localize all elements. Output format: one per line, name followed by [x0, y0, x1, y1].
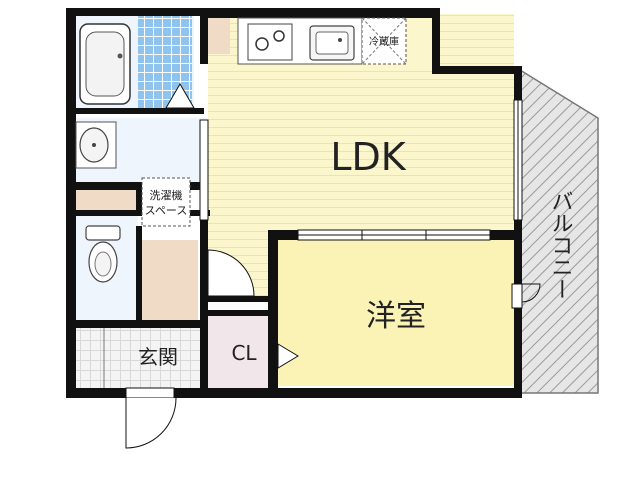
washer-space-label-line1: 洗濯機	[150, 188, 183, 202]
fridge-label: 冷蔵庫	[369, 35, 399, 48]
kitchen-sink-icon	[309, 25, 355, 61]
storage-floor	[142, 240, 198, 322]
balcony-label: バルコニー	[548, 190, 573, 300]
ldk-label: LDK	[330, 135, 406, 179]
ldk-door-swing	[207, 249, 255, 297]
door-opening-washroom	[199, 119, 209, 221]
washer-space-box	[141, 177, 191, 227]
entrance-door-swing	[125, 397, 177, 449]
stove-icon	[247, 23, 293, 61]
balcony-door-swing	[521, 283, 541, 303]
toilet-icon	[85, 225, 121, 283]
closet-floor	[208, 316, 268, 388]
storage-shelf	[76, 190, 138, 210]
bathtub-icon	[79, 23, 131, 105]
bathroom-door-marker	[165, 83, 195, 109]
western-room-label: 洋室	[366, 299, 426, 334]
washer-space-label-line2: スペース	[145, 204, 188, 217]
wash-basin-icon	[75, 121, 117, 169]
closet-door-marker	[277, 343, 299, 369]
closet-label: CL	[231, 341, 257, 365]
entrance-label: 玄関	[138, 345, 178, 369]
storage-shelf-top	[208, 14, 230, 54]
western-room-floor	[276, 240, 514, 386]
entrance-floor	[76, 328, 202, 390]
